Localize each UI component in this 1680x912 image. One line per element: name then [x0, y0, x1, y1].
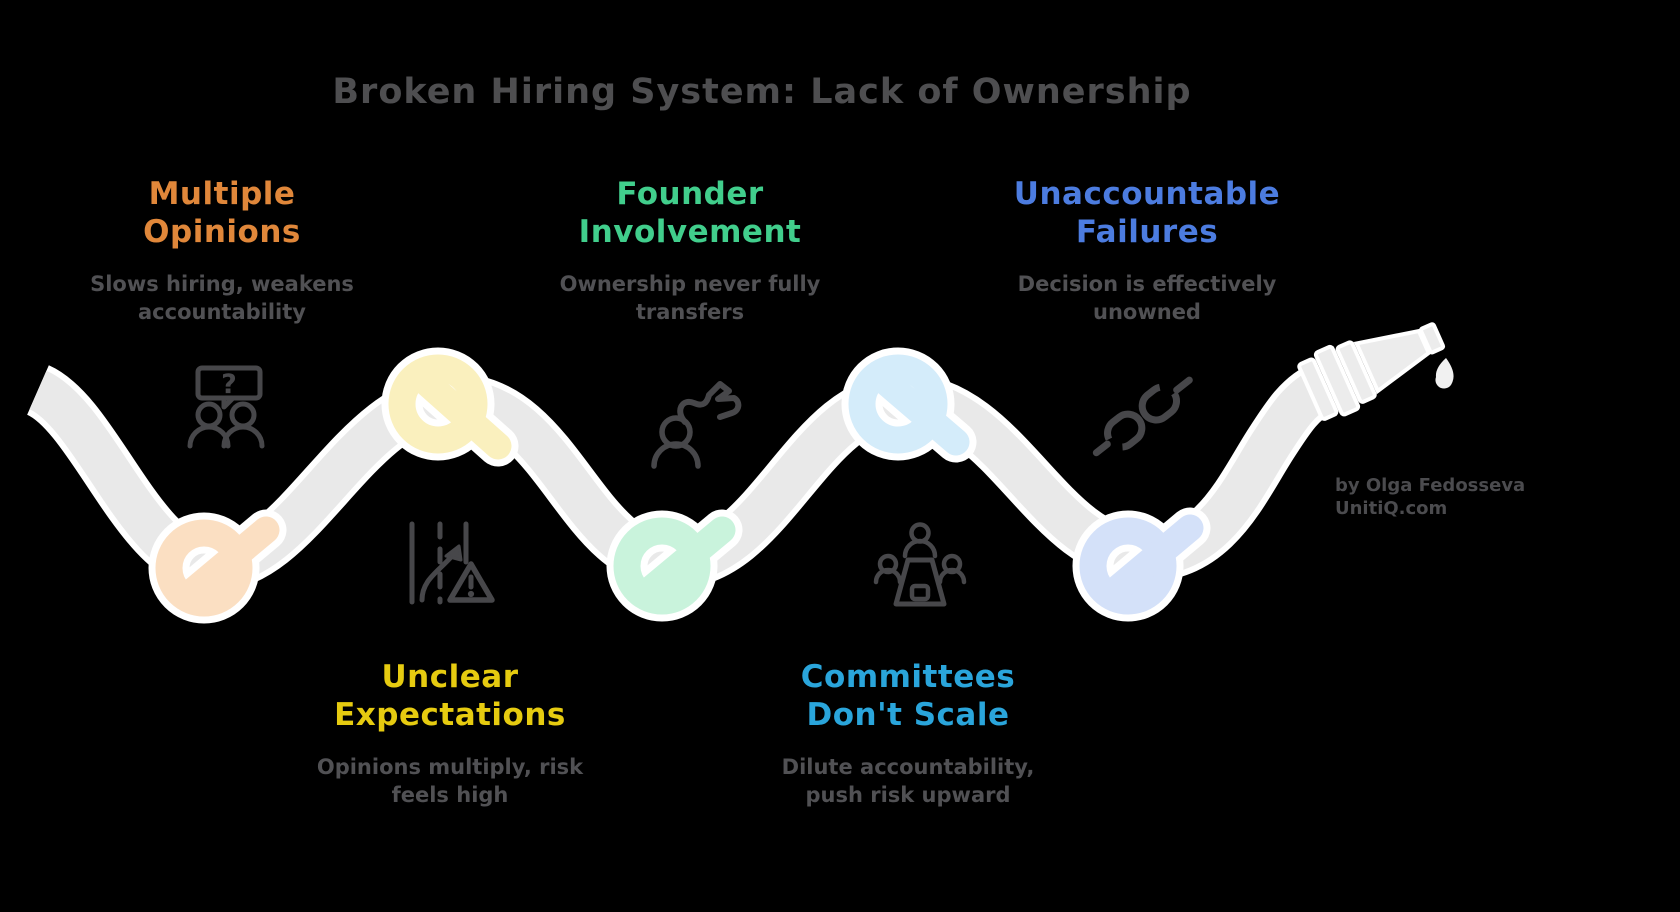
svg-text:?: ?: [221, 369, 237, 400]
nozzle: [1297, 322, 1446, 421]
drip-icon: [1435, 358, 1454, 389]
section-unclear-expectations: Unclear Expectations Opinions multiply, …: [280, 658, 620, 809]
section-heading: Multiple Opinions: [143, 176, 301, 250]
knot-committees-dont-scale: [841, 347, 977, 463]
section-heading: Committees Don't Scale: [800, 659, 1016, 733]
section-founder-involvement: Founder Involvement Ownership never full…: [520, 175, 860, 326]
section-heading: Founder Involvement: [578, 176, 802, 250]
section-subtitle: Slows hiring, weakens accountability: [90, 272, 354, 324]
section-multiple-opinions: Multiple Opinions Slows hiring, weakens …: [52, 175, 392, 326]
knot-unclear-expectations: [381, 347, 519, 467]
section-committees-dont-scale: Committees Don't Scale Dilute accountabi…: [738, 658, 1078, 809]
attribution-author: by Olga Fedosseva: [1335, 475, 1526, 496]
attribution: by Olga Fedosseva UnitiQ.com: [1335, 474, 1525, 520]
lane-change-warning-icon: [409, 521, 495, 605]
person-squiggle-icon: [651, 381, 742, 469]
people-question-icon: ?: [187, 365, 265, 449]
section-subtitle: Opinions multiply, risk feels high: [316, 755, 584, 807]
section-subtitle: Decision is effectively unowned: [1017, 272, 1277, 324]
broken-chain-icon: [1092, 376, 1193, 457]
page-title: Broken Hiring System: Lack of Ownership: [332, 72, 1192, 112]
section-heading: Unaccountable Failures: [1013, 176, 1281, 250]
section-heading: Unclear Expectations: [334, 659, 566, 733]
meeting-table-icon: [873, 522, 967, 607]
section-subtitle: Dilute accountability, push risk upward: [781, 755, 1035, 807]
knot-multiple-opinions: [148, 509, 287, 624]
section-unaccountable-failures: Unaccountable Failures Decision is effec…: [977, 175, 1317, 326]
knot-founder-involvement: [606, 509, 743, 622]
attribution-site: UnitiQ.com: [1335, 498, 1448, 519]
section-subtitle: Ownership never fully transfers: [559, 272, 821, 324]
knot-unaccountable-failures: [1072, 507, 1211, 622]
